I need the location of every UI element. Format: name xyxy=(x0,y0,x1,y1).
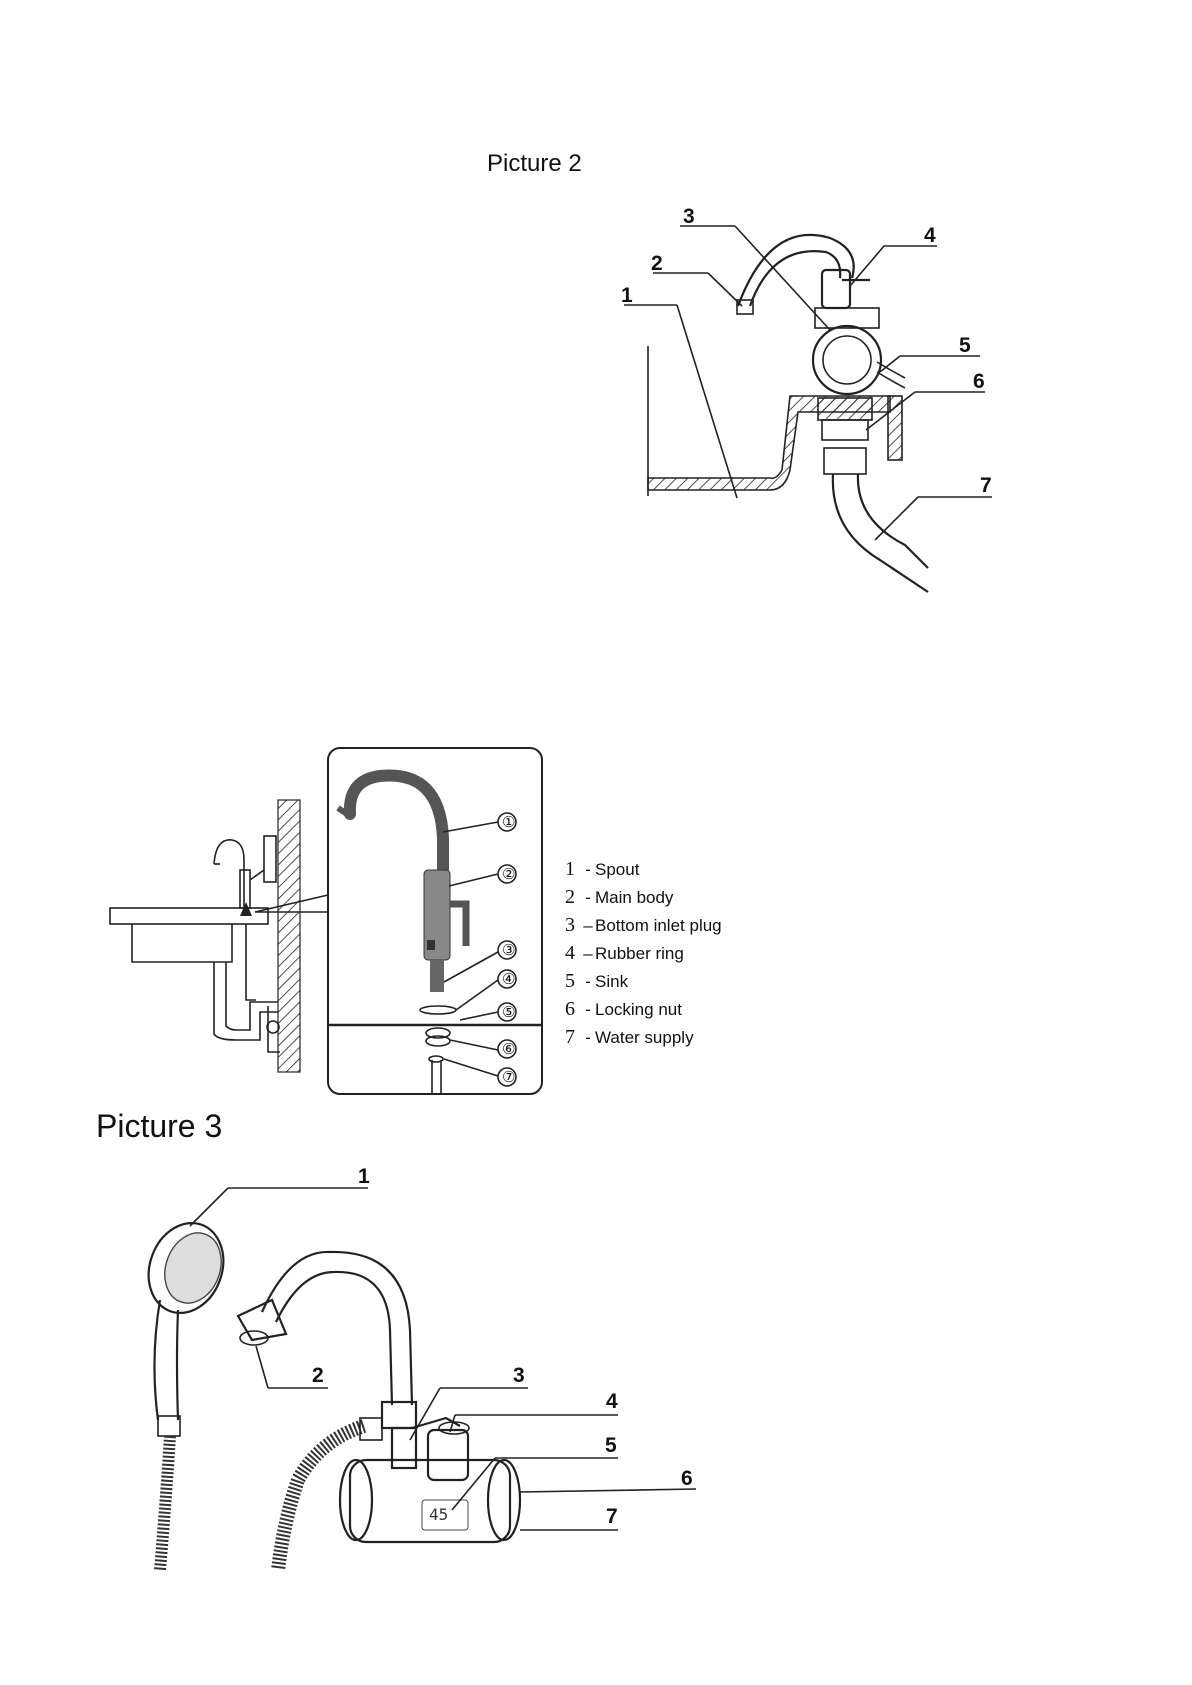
legend-row: 1-Spout xyxy=(565,858,815,886)
callout-1: ① xyxy=(502,813,515,831)
p2-label-1: 1 xyxy=(621,284,633,308)
picture-2-leaders xyxy=(624,226,992,540)
legend-row: 4–Rubber ring xyxy=(565,942,815,970)
p3-label-3: 3 xyxy=(513,1364,525,1388)
callout-6: ⑥ xyxy=(502,1040,515,1058)
p2-label-4: 4 xyxy=(924,224,936,248)
callout-2: ② xyxy=(502,865,515,883)
p2-label-2: 2 xyxy=(651,252,663,276)
p3-label-2: 2 xyxy=(312,1364,324,1388)
inset-callouts: ① ② ③ ④ ⑤ ⑥ ⑦ xyxy=(498,813,516,1086)
temperature-display: 45 xyxy=(429,1505,448,1524)
p3-label-5: 5 xyxy=(605,1434,617,1458)
parts-legend: 1-Spout 2-Main body 3–Bottom inlet plug … xyxy=(565,858,815,1054)
shower-head-drawing xyxy=(136,1212,235,1570)
legend-row: 7-Water supply xyxy=(565,1026,815,1054)
picture-3-title: Picture 3 xyxy=(96,1108,222,1145)
p3-label-7: 7 xyxy=(606,1505,618,1529)
callout-4: ④ xyxy=(502,970,515,988)
heater-faucet-drawing xyxy=(238,1252,520,1570)
sink-overview-drawing xyxy=(110,800,328,1072)
p2-label-7: 7 xyxy=(980,474,992,498)
p3-label-6: 6 xyxy=(681,1467,693,1491)
callout-3: ③ xyxy=(502,941,515,959)
callout-5: ⑤ xyxy=(502,1003,515,1021)
p2-label-5: 5 xyxy=(959,334,971,358)
legend-row: 3–Bottom inlet plug xyxy=(565,914,815,942)
callout-7: ⑦ xyxy=(502,1068,515,1086)
picture-3-leaders xyxy=(190,1188,696,1530)
p2-label-3: 3 xyxy=(683,205,695,229)
p3-label-1: 1 xyxy=(358,1165,370,1189)
legend-row: 5-Sink xyxy=(565,970,815,998)
p2-label-6: 6 xyxy=(973,370,985,394)
p3-label-4: 4 xyxy=(606,1390,618,1414)
legend-row: 6-Locking nut xyxy=(565,998,815,1026)
legend-row: 2-Main body xyxy=(565,886,815,914)
